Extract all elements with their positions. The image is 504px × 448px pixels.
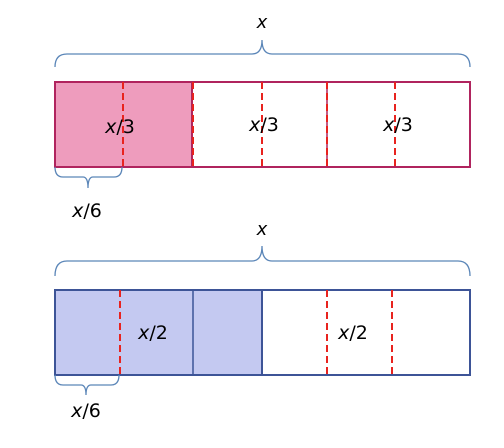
bar2-top-brace bbox=[54, 245, 471, 277]
bar1-top-brace bbox=[54, 39, 471, 68]
bar1-third-label-1: x/3 bbox=[104, 116, 135, 138]
bar1-total-label: x bbox=[256, 12, 268, 33]
bar2-half-label-1: x/2 bbox=[137, 322, 168, 344]
bar2-sixth-dividers bbox=[119, 290, 393, 375]
bar1-sixth-label: x/6 bbox=[71, 200, 102, 222]
bar2-group: x x/2 x/2 x/6 bbox=[54, 219, 471, 422]
bar2-outline bbox=[54, 289, 471, 376]
bar1-group: x x/3 x/3 x/3 x/6 bbox=[54, 12, 471, 222]
bar2-sixth-label: x/6 bbox=[70, 400, 101, 422]
bar2-half-label-2: x/2 bbox=[337, 322, 368, 344]
bar2-bottom-brace bbox=[54, 374, 120, 396]
bar1-third-label-3: x/3 bbox=[382, 114, 413, 136]
bar2-total-label: x bbox=[256, 219, 268, 240]
bar1-bottom-brace bbox=[54, 166, 123, 189]
bar1-third-label-2: x/3 bbox=[248, 114, 279, 136]
bar1-sixth-dividers bbox=[122, 82, 396, 167]
